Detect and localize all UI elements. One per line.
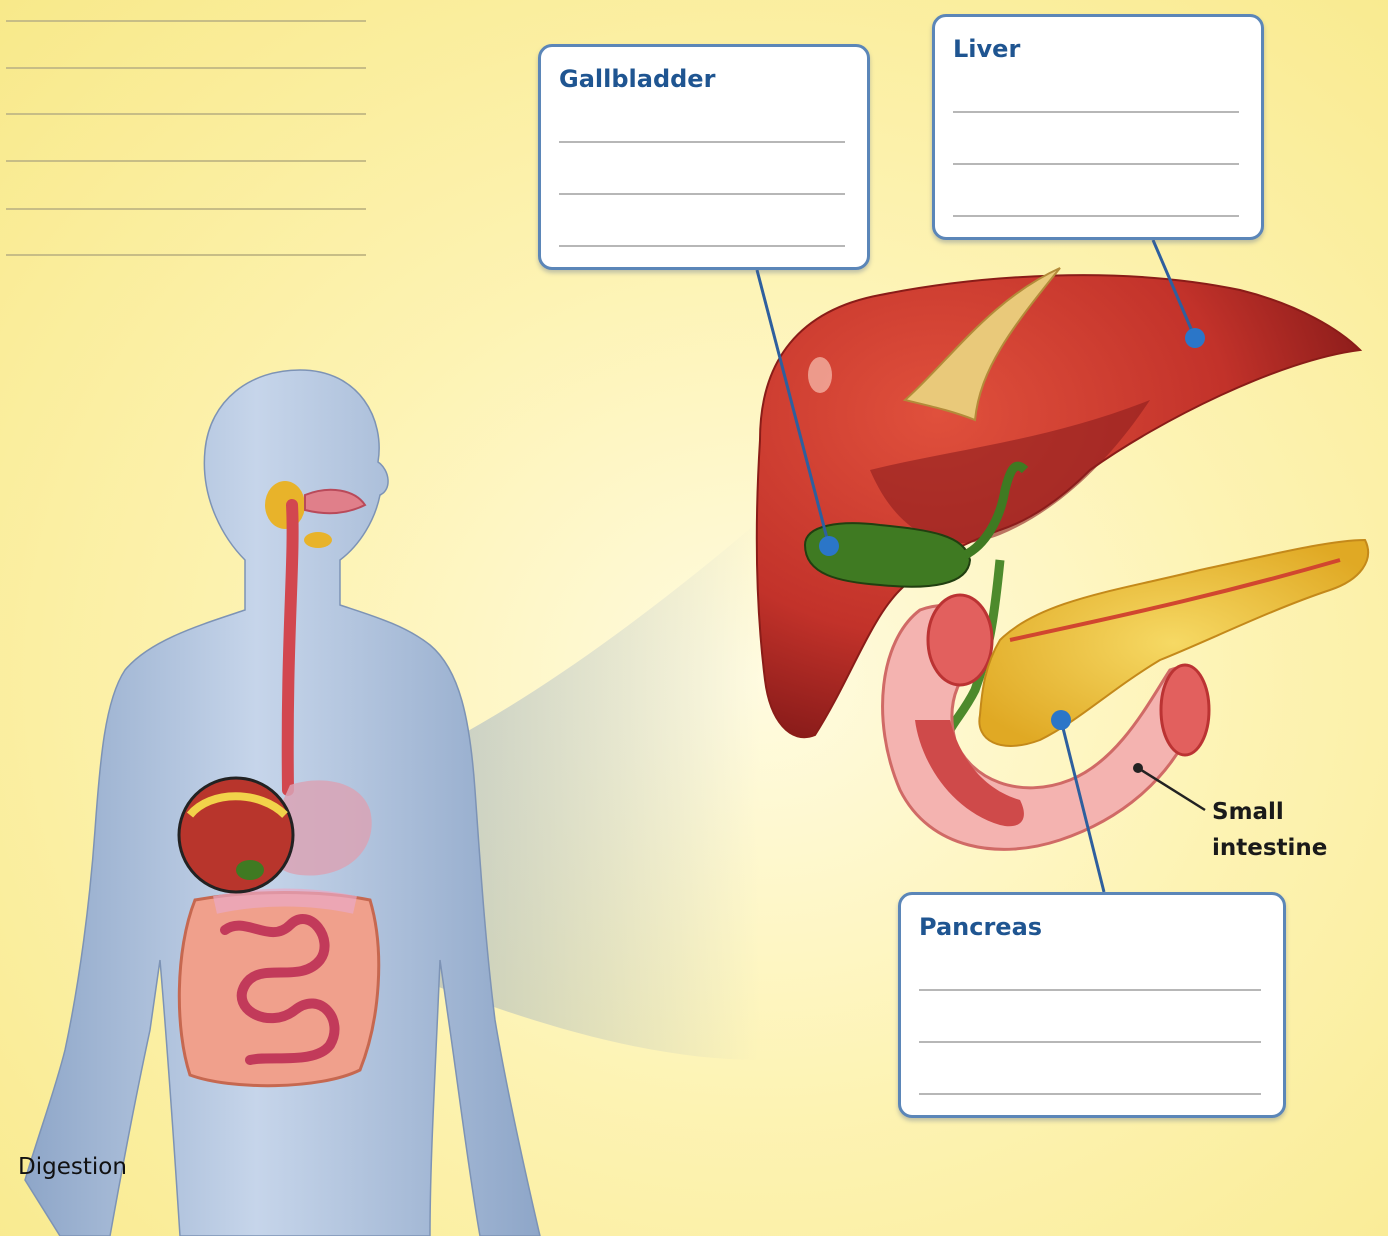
- answer-line[interactable]: [559, 141, 845, 143]
- pancreas-label: Pancreas: [919, 913, 1042, 941]
- small-intestine-label-line1: Small: [1212, 794, 1327, 830]
- liver-label: Liver: [953, 35, 1020, 63]
- answer-line[interactable]: [559, 245, 845, 247]
- answer-line[interactable]: [953, 163, 1239, 165]
- gallbladder-label-box: Gallbladder: [538, 44, 870, 270]
- answer-line[interactable]: [953, 215, 1239, 217]
- liver-leader-dot: [1185, 328, 1205, 348]
- pancreas-label-box: Pancreas: [898, 892, 1286, 1118]
- pancreas-leader-dot: [1051, 710, 1071, 730]
- small-intestine-label: Small intestine: [1212, 794, 1327, 866]
- answer-line[interactable]: [953, 111, 1239, 113]
- answer-line[interactable]: [919, 989, 1261, 991]
- gallbladder-leader-dot: [819, 536, 839, 556]
- liver-label-box: Liver: [932, 14, 1264, 240]
- small-intestine-leader-dot: [1133, 763, 1143, 773]
- answer-line[interactable]: [919, 1093, 1261, 1095]
- answer-line[interactable]: [559, 193, 845, 195]
- answer-line[interactable]: [919, 1041, 1261, 1043]
- caption: Digestion: [18, 1154, 127, 1180]
- gallbladder-label: Gallbladder: [559, 65, 715, 93]
- human-figure: [25, 370, 540, 1236]
- small-intestine-label-line2: intestine: [1212, 830, 1327, 866]
